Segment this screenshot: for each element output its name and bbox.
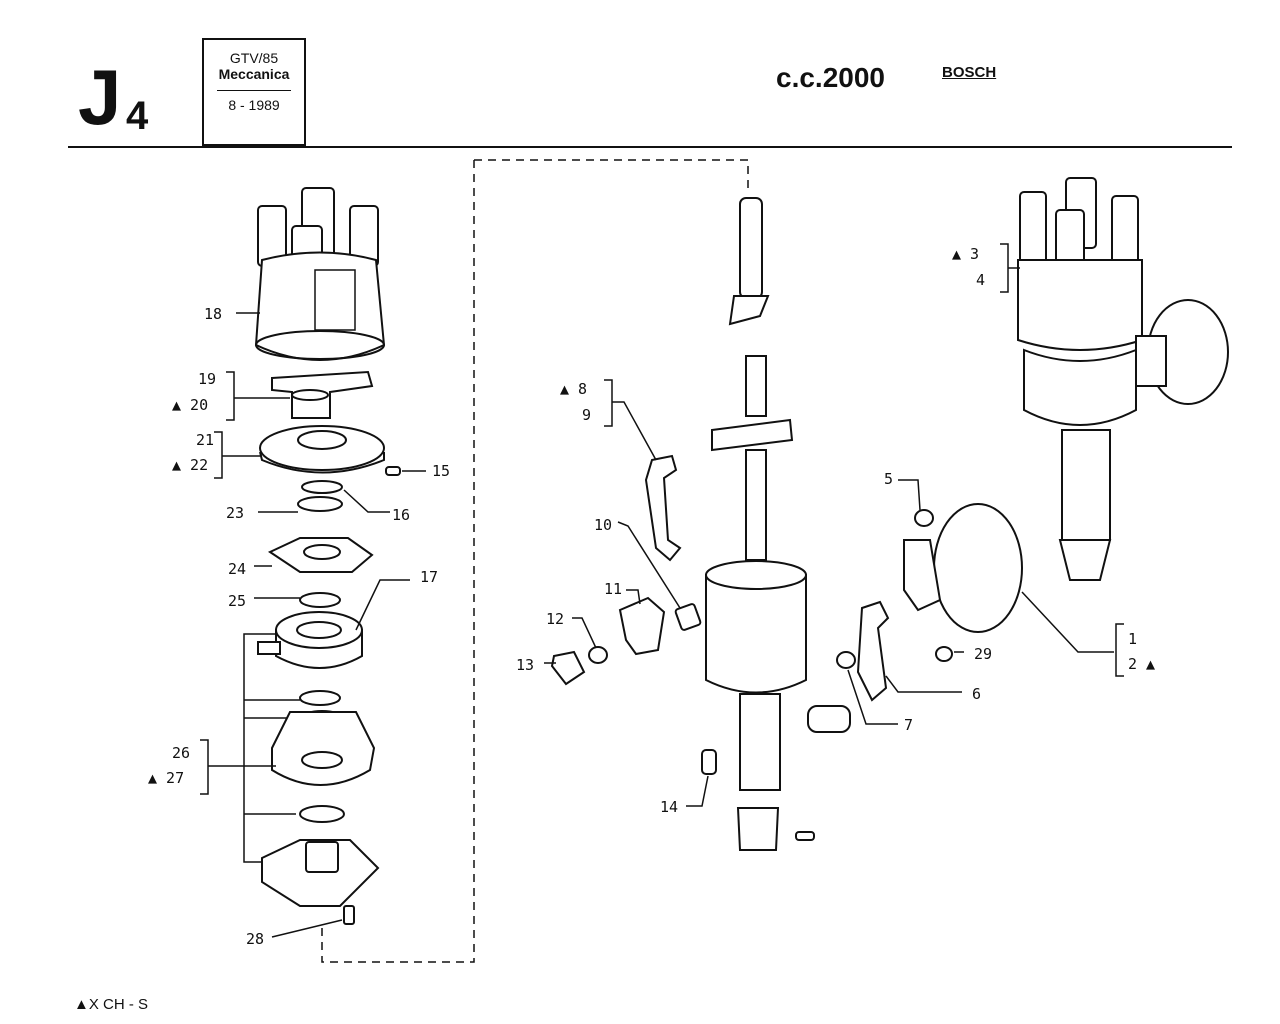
clip-part-8 bbox=[644, 454, 682, 562]
nut-part-29 bbox=[935, 646, 953, 662]
callout-4: 4 bbox=[976, 271, 986, 289]
ring-a bbox=[299, 690, 341, 706]
pin-part-15 bbox=[385, 466, 401, 476]
callout-22: ▲ 22 bbox=[172, 456, 209, 474]
brand-label: BOSCH bbox=[942, 64, 997, 81]
callout-28: 28 bbox=[246, 930, 265, 948]
callout-10: 10 bbox=[594, 516, 613, 534]
ring-part-23 bbox=[297, 496, 343, 512]
callout-1: 1 bbox=[1128, 630, 1138, 648]
nut-part-12 bbox=[588, 646, 608, 664]
part-11 bbox=[618, 596, 666, 656]
dashed-frame bbox=[321, 159, 749, 963]
callout-17: 17 bbox=[420, 568, 439, 586]
callout-23: 23 bbox=[226, 504, 245, 522]
callout-14: 14 bbox=[660, 798, 679, 816]
info-box: GTV/85 Meccanica 8 - 1989 bbox=[202, 38, 306, 146]
plate-part-24 bbox=[267, 537, 374, 573]
distributor-body bbox=[705, 355, 815, 851]
washer-part-25 bbox=[299, 592, 341, 608]
callout-20: ▲ 20 bbox=[172, 396, 209, 414]
callout-11: 11 bbox=[604, 580, 623, 598]
callout-24: 24 bbox=[228, 560, 247, 578]
header-rule bbox=[68, 146, 1232, 148]
distributor-cap-part-18 bbox=[254, 187, 386, 361]
callout-16: 16 bbox=[392, 506, 411, 524]
section-number: 4 bbox=[126, 94, 149, 138]
callout-26: 26 bbox=[172, 744, 191, 762]
advance-plate-part-26 bbox=[271, 711, 376, 786]
callout-13: 13 bbox=[516, 656, 535, 674]
footnote: ▲X CH - S bbox=[74, 996, 149, 1013]
info-divider bbox=[217, 90, 291, 91]
rotor-part-19 bbox=[271, 370, 374, 419]
nut-part-5 bbox=[914, 509, 934, 527]
housing-part-17 bbox=[257, 611, 363, 669]
screw-part-14 bbox=[701, 749, 717, 775]
leader-lines bbox=[200, 243, 1124, 938]
section-letter: J bbox=[78, 53, 121, 141]
drive-shaft bbox=[728, 197, 770, 326]
gasket bbox=[807, 705, 851, 733]
engine-capacity: c.c.2000 bbox=[776, 62, 885, 93]
category-label: Meccanica bbox=[218, 66, 290, 82]
callout-29: 29 bbox=[974, 645, 993, 663]
nut-part-7 bbox=[836, 651, 856, 669]
clip-part-6 bbox=[856, 600, 890, 702]
callout-21: 21 bbox=[196, 431, 215, 449]
callout-6: 6 bbox=[972, 685, 982, 703]
callout-12: 12 bbox=[546, 610, 565, 628]
dust-shield-part-21 bbox=[259, 425, 385, 474]
callout-18: 18 bbox=[204, 305, 223, 323]
ring-c bbox=[299, 805, 345, 823]
part-10 bbox=[674, 603, 702, 631]
model-label: GTV/85 bbox=[229, 50, 279, 66]
callout-5: 5 bbox=[884, 470, 894, 488]
base-plate bbox=[261, 839, 380, 907]
ring-part-16 bbox=[301, 480, 343, 494]
screw-part-28 bbox=[343, 905, 355, 925]
callout-3: ▲ 3 bbox=[952, 245, 980, 263]
distributor-assembled bbox=[1017, 177, 1229, 581]
callout-7: 7 bbox=[904, 716, 914, 734]
vacuum-unit-part-1 bbox=[903, 503, 1023, 633]
assembly-bracket bbox=[243, 633, 300, 863]
callout-9: 9 bbox=[582, 406, 592, 424]
callout-27: ▲ 27 bbox=[148, 769, 185, 787]
callout-25: 25 bbox=[228, 592, 247, 610]
callout-19: 19 bbox=[198, 370, 217, 388]
date-label: 8 - 1989 bbox=[228, 97, 280, 113]
callout-8: ▲ 8 bbox=[560, 380, 588, 398]
part-13 bbox=[550, 650, 586, 686]
callout-2: 2 ▲ bbox=[1128, 655, 1156, 673]
callout-15: 15 bbox=[432, 462, 451, 480]
